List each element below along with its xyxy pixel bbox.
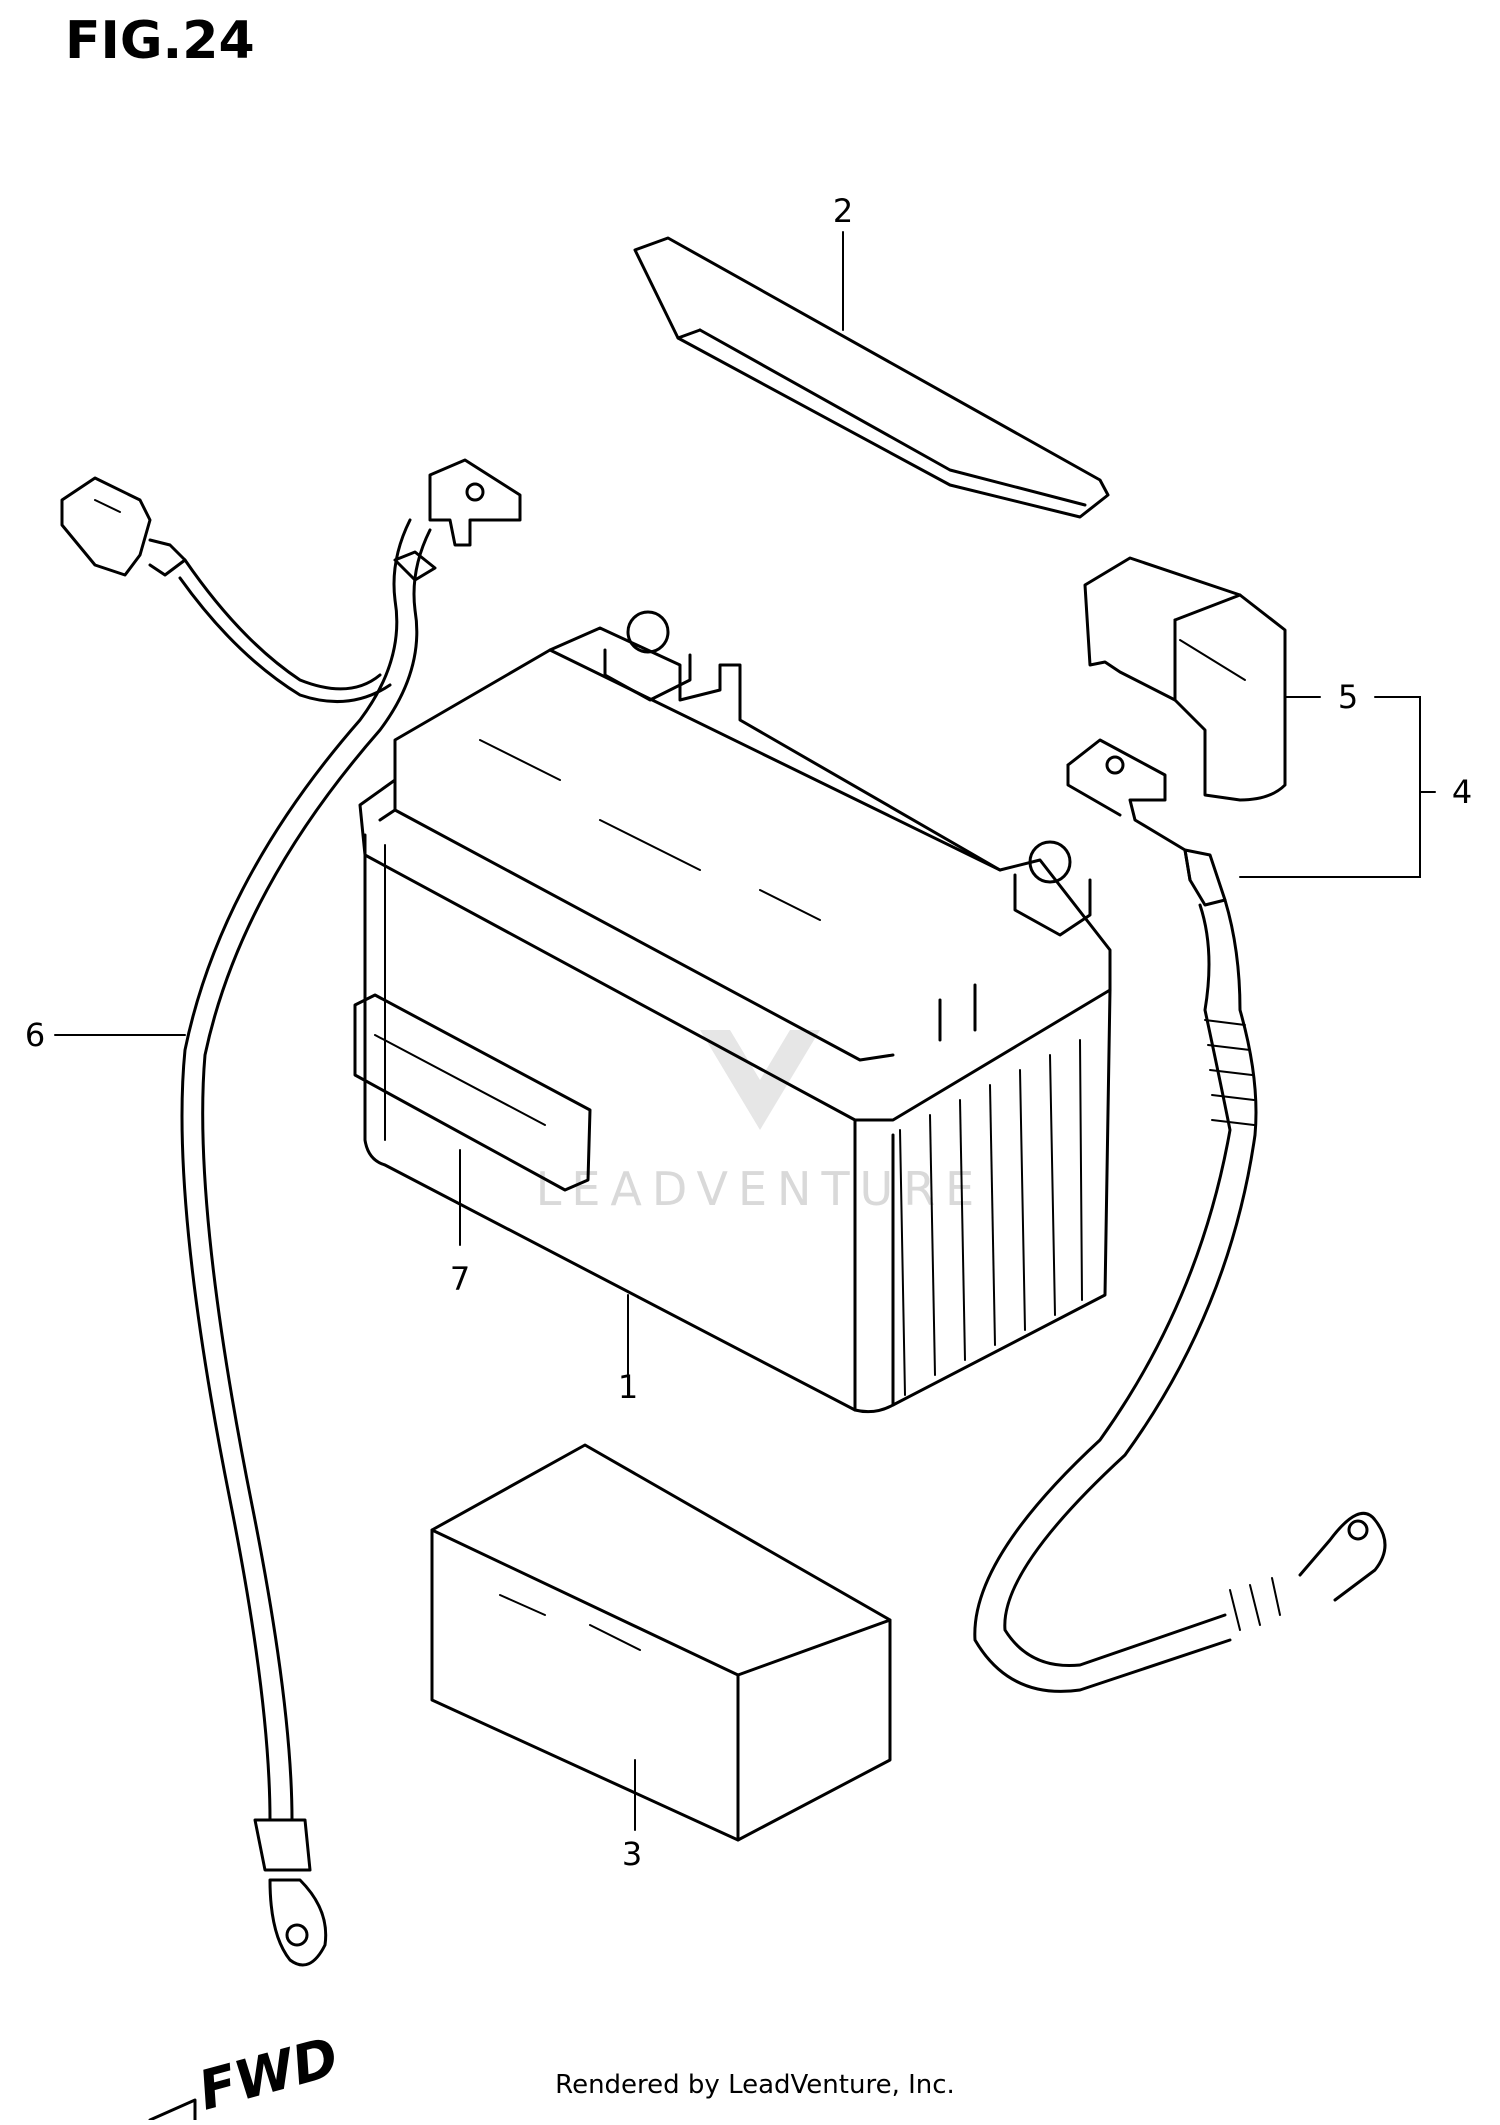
fwd-arrow-icon	[148, 2098, 197, 2122]
part-label[interactable]	[353, 993, 592, 1192]
watermark-logo-icon	[700, 1030, 820, 1130]
callout-7: 7	[450, 1260, 470, 1298]
callout-6: 6	[25, 1016, 45, 1054]
callout-3: 3	[622, 1835, 642, 1873]
footer-credit: Rendered by LeadVenture, Inc.	[555, 2070, 955, 2100]
fwd-indicator: FWD	[148, 2025, 345, 2123]
watermark: LEADVENTURE	[536, 1030, 985, 1216]
fwd-label: FWD	[192, 2025, 345, 2120]
watermark-text: LEADVENTURE	[536, 1162, 985, 1216]
part-positive-cable[interactable]	[973, 738, 1387, 1693]
part-battery[interactable]	[358, 610, 1112, 1414]
part-negative-cable[interactable]	[60, 458, 522, 1967]
figure-title: FIG.24	[65, 11, 255, 71]
part-terminal-cover[interactable]	[1083, 556, 1287, 802]
callout-4: 4	[1452, 773, 1472, 811]
callout-1: 1	[618, 1368, 638, 1406]
callout-leaders	[54, 231, 1436, 1831]
part-battery-pad[interactable]	[633, 236, 1110, 519]
callout-2: 2	[833, 192, 853, 230]
callout-5: 5	[1338, 678, 1358, 716]
part-box[interactable]	[430, 1443, 892, 1842]
